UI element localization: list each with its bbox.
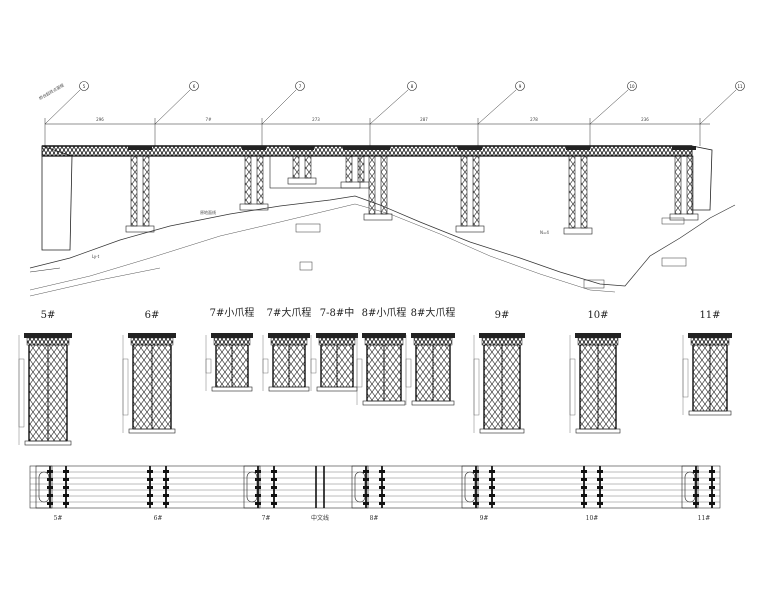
terrain-note-1: 原地面线: [200, 209, 216, 215]
axis-mark-5: 5: [44, 81, 89, 146]
span-label: 296: [96, 117, 104, 122]
pier-section-label: 7-8#中: [320, 306, 354, 319]
pier-section-1: 5#: [18, 310, 72, 446]
pier-section-9: 10#: [569, 310, 621, 434]
pier-section-label: 5#: [41, 310, 56, 321]
plan-pier: [681, 465, 715, 509]
pier-section-label: 8#小爪程: [362, 307, 407, 319]
portal-frame: [269, 155, 361, 189]
elevation-pier: [363, 146, 393, 221]
plan-label: 8#: [370, 515, 379, 522]
axis-mark-8: 8: [369, 81, 417, 146]
left-abutment: [41, 145, 73, 251]
plan-pier: [581, 466, 603, 508]
plan-pier: [35, 465, 69, 509]
elevation-view: 296 7# 273 287 278 236 5 6 7 8 9 10 11 桥台起终点里程 原地面线…: [29, 81, 745, 297]
axis-label: 9: [519, 84, 522, 89]
axis-mark-9: 9: [477, 81, 525, 146]
left-note: 桥台起终点里程: [38, 82, 65, 101]
axis-mark-7: 7: [261, 81, 305, 146]
pier-section-label: 6#: [145, 310, 160, 321]
elevation-pier: [669, 146, 699, 221]
pier-section-6: 8#小爪程: [356, 307, 407, 406]
pier-section-label: 8#大爪程: [411, 306, 456, 319]
pier-sections: 5# 6# 7#小爪程 7#大爪程 7-8#中 8#小爪程 8#大爪程 9# 10# 11#: [18, 306, 732, 446]
axis-label: 8: [411, 84, 414, 89]
pier-section-label: 10#: [587, 310, 608, 321]
elevation-pier: [125, 146, 155, 233]
pier-section-label: 11#: [699, 310, 720, 321]
span-label: 7#: [206, 117, 213, 122]
elevation-pier: [455, 146, 485, 233]
pier-section-10: 11#: [682, 310, 732, 416]
plan-pier: [461, 465, 495, 509]
axis-mark-6: 6: [154, 81, 199, 146]
terrain-note-3: N=4: [540, 230, 549, 235]
plan-label: 5#: [54, 515, 63, 522]
plan-label: 6#: [154, 515, 163, 522]
pier-section-7: 8#大爪程: [405, 306, 456, 406]
plan-label: 中文线: [311, 514, 329, 522]
span-label: 273: [312, 117, 320, 122]
elevation-pier: [239, 146, 269, 211]
pier-section-8: 9#: [473, 310, 525, 434]
plan-label: 7#: [262, 515, 271, 522]
pier-section-label: 7#小爪程: [210, 307, 255, 319]
plan-label: 9#: [480, 515, 489, 522]
pier-section-5: 7-8#中: [310, 306, 358, 392]
pier-section-label: 7#大爪程: [267, 306, 312, 319]
terrain-note-2: Ly-t: [92, 254, 100, 259]
span-label: 278: [530, 117, 538, 122]
plan-pier: [243, 465, 277, 509]
pier-section-2: 6#: [122, 310, 176, 434]
ground-line: [29, 195, 736, 287]
axis-label: 11: [737, 84, 743, 89]
pier-section-4: 7#大爪程: [262, 306, 312, 392]
plan-view: 5# 6# 7# 中文线 8# 9# 10# 11#: [29, 465, 721, 522]
plan-label: 11#: [698, 515, 711, 522]
axis-mark-11: 11: [699, 81, 745, 146]
plan-label: 10#: [586, 515, 599, 522]
ground-line-2: [29, 203, 616, 293]
plan-pier: [147, 466, 169, 508]
right-abutment: [691, 145, 713, 211]
axis-label: 7: [299, 84, 302, 89]
axis-mark-10: 10: [589, 81, 637, 146]
pier-section-3: 7#小爪程: [205, 307, 255, 392]
pier-section-label: 9#: [495, 310, 510, 321]
plan-pier: [351, 465, 385, 509]
axis-label: 5: [83, 84, 86, 89]
axis-label: 10: [629, 84, 635, 89]
span-label: 287: [420, 117, 428, 122]
elevation-pier: [563, 146, 593, 235]
plan-pier: [315, 466, 325, 508]
axis-label: 6: [193, 84, 196, 89]
span-label: 236: [641, 117, 649, 122]
